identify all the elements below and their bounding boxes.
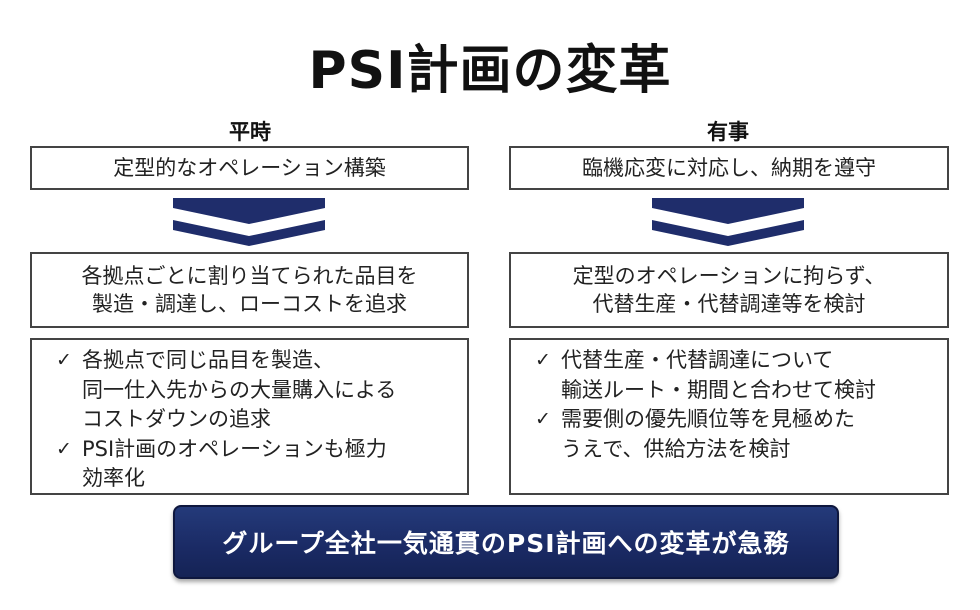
double-chevron-down-icon bbox=[652, 198, 804, 246]
check-icon: ✓ bbox=[56, 349, 72, 371]
right-detail-box: ✓ 代替生産・代替調達について 輸送ルート・期間と合わせて検討 ✓ 需要側の優先… bbox=[509, 338, 949, 495]
right-detail-text: 代替生産・代替調達について 輸送ルート・期間と合わせて検討 bbox=[561, 348, 876, 402]
check-icon: ✓ bbox=[535, 349, 551, 371]
right-summary-box: 臨機応変に対応し、納期を遵守 bbox=[509, 146, 949, 190]
right-detail-text: 需要側の優先順位等を見極めた うえで、供給方法を検討 bbox=[561, 407, 855, 461]
check-icon: ✓ bbox=[56, 437, 72, 460]
left-approach-line-1: 各拠点ごとに割り当てられた品目を bbox=[81, 264, 418, 288]
right-approach-line-2: 代替生産・代替調達等を検討 bbox=[592, 292, 866, 316]
check-icon: ✓ bbox=[535, 408, 551, 430]
right-detail-item: ✓ 需要側の優先順位等を見極めた うえで、供給方法を検討 bbox=[535, 405, 947, 464]
left-approach-line-2: 製造・調達し、ローコストを追求 bbox=[92, 292, 407, 316]
left-approach-box: 各拠点ごとに割り当てられた品目を 製造・調達し、ローコストを追求 bbox=[30, 252, 469, 328]
left-detail-text: PSI計画のオペレーションも極力 効率化 bbox=[82, 436, 387, 491]
left-detail-item: ✓ 各拠点で同じ品目を製造、 同一仕入先からの大量購入による コストダウンの追求 bbox=[56, 346, 467, 435]
right-approach-line-1: 定型のオペレーションに拘らず、 bbox=[572, 264, 886, 288]
right-approach-box: 定型のオペレーションに拘らず、 代替生産・代替調達等を検討 bbox=[509, 252, 949, 328]
left-detail-text: 各拠点で同じ品目を製造、 同一仕入先からの大量購入による コストダウンの追求 bbox=[82, 348, 397, 431]
double-chevron-down-icon bbox=[173, 198, 325, 246]
left-summary-box: 定型的なオペレーション構築 bbox=[30, 146, 469, 190]
left-summary-text: 定型的なオペレーション構築 bbox=[113, 156, 386, 180]
right-summary-text: 臨機応変に対応し、納期を遵守 bbox=[582, 156, 876, 180]
right-column-heading: 有事 bbox=[707, 120, 749, 144]
left-detail-item: ✓ PSI計画のオペレーションも極力 効率化 bbox=[56, 435, 467, 494]
left-column-heading: 平時 bbox=[229, 120, 271, 144]
conclusion-banner: グループ全社一気通貫のPSI計画への変革が急務 bbox=[173, 505, 839, 579]
conclusion-text: グループ全社一気通貫のPSI計画への変革が急務 bbox=[222, 529, 790, 558]
right-detail-item: ✓ 代替生産・代替調達について 輸送ルート・期間と合わせて検討 bbox=[535, 346, 947, 405]
page-title: PSI計画の変革 bbox=[308, 41, 672, 101]
left-detail-box: ✓ 各拠点で同じ品目を製造、 同一仕入先からの大量購入による コストダウンの追求… bbox=[30, 338, 469, 495]
